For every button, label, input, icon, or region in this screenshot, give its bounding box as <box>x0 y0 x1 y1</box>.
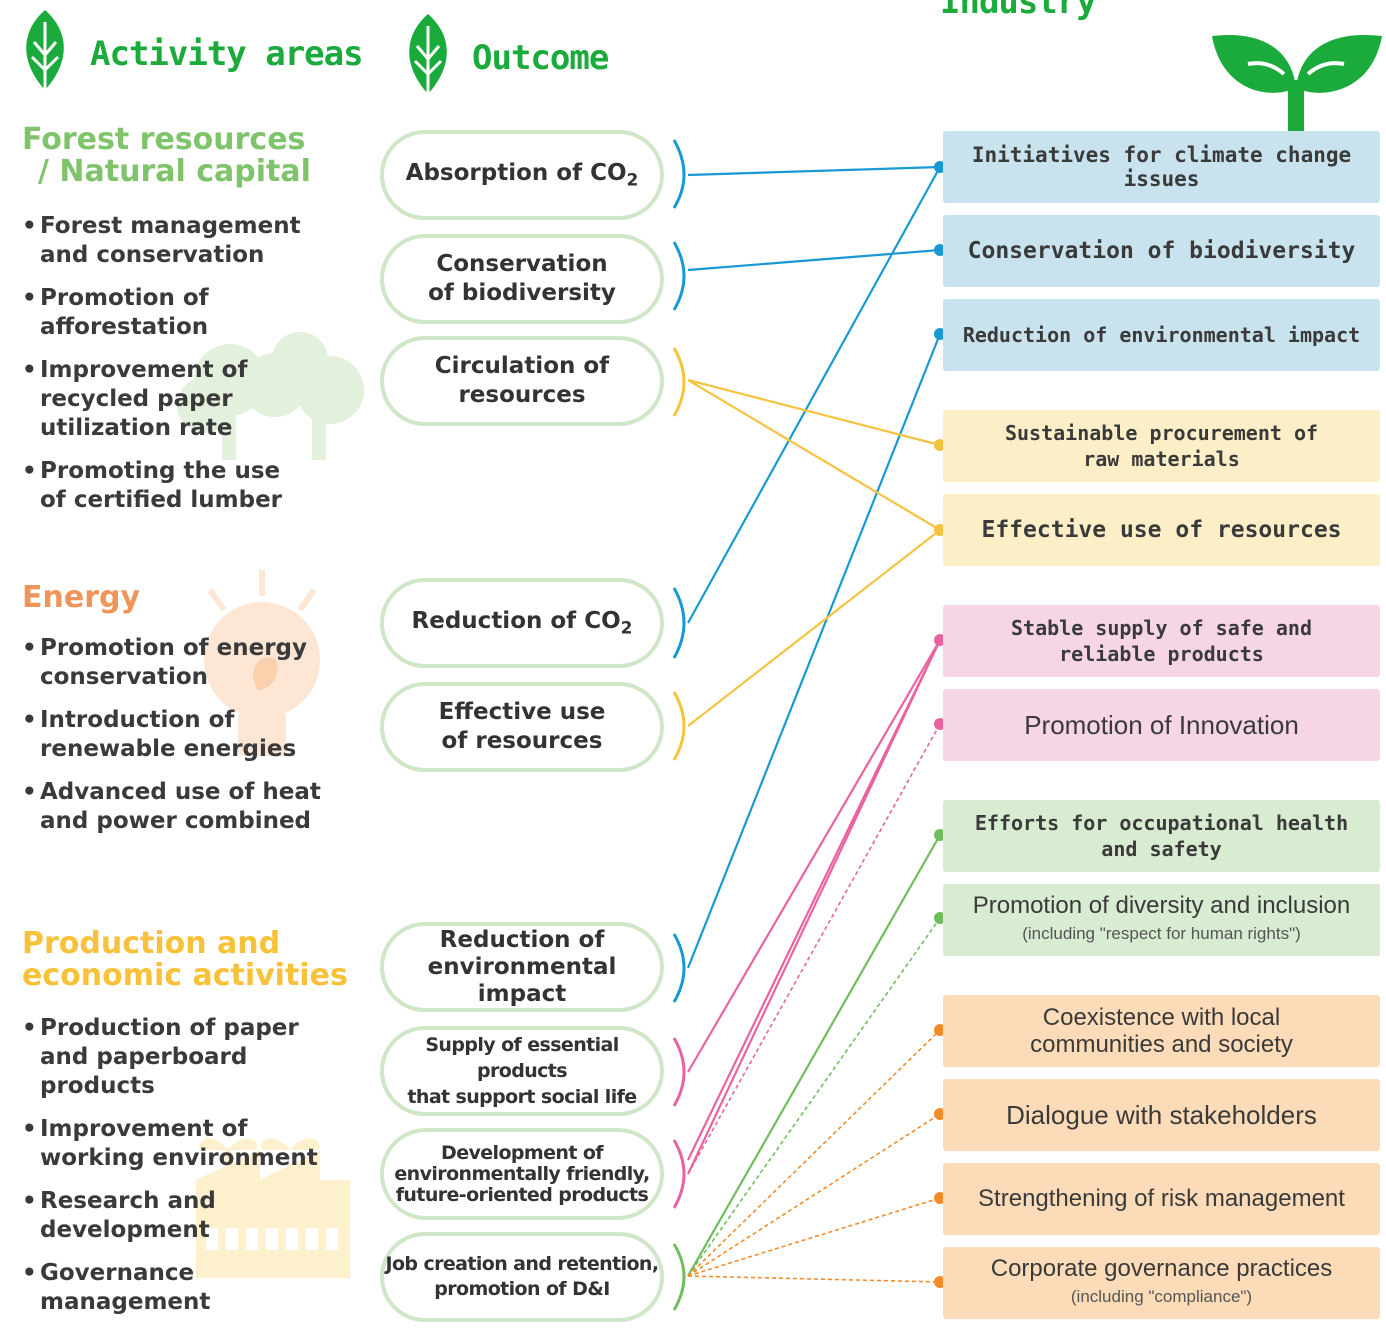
section-title-line: / Natural capital <box>38 154 311 189</box>
outcome-label: future-oriented products <box>395 1183 649 1206</box>
outcome-label: Job creation and retention, <box>385 1253 660 1275</box>
section-energy: Energy Promotion of energy conservation … <box>22 582 372 850</box>
activity-areas-title: Activity areas <box>90 34 364 74</box>
outcome-label: environmental impact <box>427 953 617 1007</box>
list-item: Promotion of afforestation <box>22 284 372 342</box>
list-item: Governance management <box>22 1259 372 1317</box>
theme-label: Reduction of environmental impact <box>962 323 1361 347</box>
section-title-line: economic activities <box>22 958 348 993</box>
theme-label: Promotion of diversity and inclusion <box>972 892 1351 919</box>
outcome-label: Circulation of <box>434 353 610 379</box>
theme-innovation: Promotion of Innovation <box>943 689 1380 761</box>
list-item: Advanced use of heat and power combined <box>22 778 360 836</box>
list-item: Introduction of renewable energies <box>22 706 370 764</box>
outcome-label: Reduction of CO2 <box>411 607 633 639</box>
theme-label: raw materials <box>1083 447 1240 471</box>
list-item: Improvement of recycled paper utilizatio… <box>22 356 360 443</box>
section-title-line: Production and <box>22 926 281 961</box>
list-item: Promoting the use of certified lumber <box>22 457 310 515</box>
outcome-label: of biodiversity <box>428 280 616 306</box>
theme-diversity-inclusion: Promotion of diversity and inclusion (in… <box>943 884 1380 956</box>
theme-sublabel: (including "respect for human rights") <box>1022 924 1301 943</box>
theme-label: Corporate governance practices <box>990 1255 1333 1282</box>
outcome-supply-essential-products: Supply of essential products that suppor… <box>380 1026 664 1116</box>
activity-list: Forest management and conservation Promo… <box>22 212 372 515</box>
section-title: Forest resources / Natural capital <box>22 124 372 188</box>
theme-sustainable-procurement: Sustainable procurement of raw materials <box>943 410 1380 482</box>
outcome-label: Development of <box>441 1141 604 1164</box>
theme-label: Initiatives for climate change issues <box>971 143 1352 191</box>
list-item: Forest management and conservation <box>22 212 350 270</box>
outcome-circulation-resources: Circulation of resources <box>380 336 664 426</box>
outcome-title: Outcome <box>472 38 609 78</box>
theme-label: Strengthening of risk management <box>978 1185 1345 1212</box>
activity-list: Production of paper and paperboard produ… <box>22 1014 372 1317</box>
theme-label: Efforts for occupational health <box>974 811 1349 835</box>
outcome-conservation-biodiversity: Conservation of biodiversity <box>380 234 664 324</box>
theme-environmental-impact: Reduction of environmental impact <box>943 299 1380 371</box>
theme-label: Conservation of biodiversity <box>967 238 1356 264</box>
section-title-line: Forest resources <box>22 122 306 157</box>
theme-label: communities and society <box>1030 1031 1293 1058</box>
outcome-absorption-co2: Absorption of CO2 <box>380 130 664 220</box>
activity-list: Promotion of energy conservation Introdu… <box>22 634 372 836</box>
section-title: Production and economic activities <box>22 928 372 992</box>
outcome-label: of resources <box>441 728 603 754</box>
leaf-icon <box>26 10 64 96</box>
theme-climate-change: Initiatives for climate change issues <box>943 131 1380 203</box>
list-item: Research and development <box>22 1187 372 1245</box>
outcome-label: that support social life <box>407 1086 637 1108</box>
outcome-label: Effective use <box>438 699 606 725</box>
outcome-effective-use-resources: Effective use of resources <box>380 682 664 772</box>
theme-label: and safety <box>1101 837 1222 861</box>
theme-label: reliable products <box>1059 642 1264 666</box>
theme-corporate-governance: Corporate governance practices (includin… <box>943 1247 1380 1319</box>
section-title: Energy <box>22 582 372 614</box>
outcome-label: Conservation <box>436 251 608 277</box>
outcome-job-creation: Job creation and retention, promotion of… <box>380 1232 664 1322</box>
theme-biodiversity: Conservation of biodiversity <box>943 215 1380 287</box>
outcome-label: Reduction of <box>439 926 605 953</box>
theme-occupational-health: Efforts for occupational health and safe… <box>943 800 1380 872</box>
theme-stable-supply: Stable supply of safe and reliable produ… <box>943 605 1380 677</box>
theme-sublabel: (including "compliance") <box>1070 1287 1253 1306</box>
theme-effective-use-resources: Effective use of resources <box>943 494 1380 566</box>
outcome-reduction-environmental-impact: Reduction of environmental impact <box>380 922 664 1012</box>
outcome-label: resources <box>458 382 586 408</box>
theme-risk-management: Strengthening of risk management <box>943 1163 1380 1235</box>
section-forest: Forest resources / Natural capital Fores… <box>22 124 372 529</box>
outcome-reduction-co2: Reduction of CO2 <box>380 578 664 668</box>
list-item: Promotion of energy conservation <box>22 634 320 692</box>
theme-label: Sustainable procurement of <box>1004 421 1319 445</box>
list-item: Improvement of working environment <box>22 1115 340 1173</box>
theme-stakeholder-dialogue: Dialogue with stakeholders <box>943 1079 1380 1151</box>
section-production: Production and economic activities Produ… <box>22 928 372 1331</box>
theme-label: Dialogue with stakeholders <box>1006 1099 1317 1130</box>
theme-label: Stable supply of safe and <box>1010 616 1313 640</box>
theme-label: Promotion of Innovation <box>1024 709 1299 740</box>
section-title-line: Energy <box>22 580 141 615</box>
theme-local-communities: Coexistence with local communities and s… <box>943 995 1380 1067</box>
sprout-icon <box>1212 34 1382 132</box>
outcome-label: environmentally friendly, <box>394 1162 650 1185</box>
theme-label: Coexistence with local <box>1042 1004 1281 1031</box>
outcome-label: Absorption of CO2 <box>405 159 639 191</box>
outcome-label: promotion of D&I <box>434 1278 610 1300</box>
leaf-icon <box>409 14 447 100</box>
theme-label: Effective use of resources <box>981 517 1342 543</box>
industry-title: Industry <box>940 0 1097 22</box>
outcome-development-products: Development of environmentally friendly,… <box>380 1128 664 1220</box>
outcome-label: Supply of essential products <box>425 1034 619 1082</box>
list-item: Production of paper and paperboard produ… <box>22 1014 340 1101</box>
